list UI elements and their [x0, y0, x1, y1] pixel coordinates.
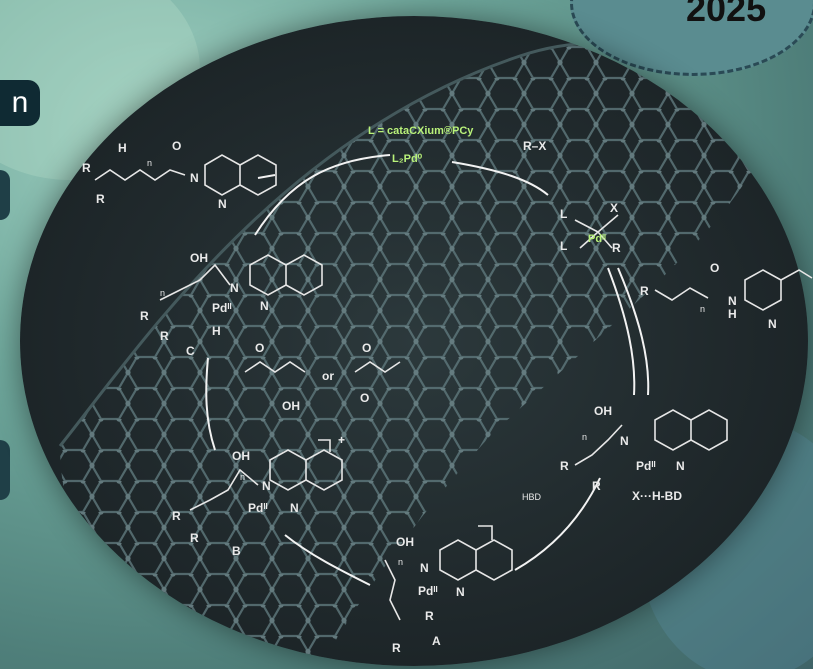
cycle-arrow — [257, 174, 276, 179]
side-tab[interactable] — [0, 170, 10, 220]
cycle-arrow — [284, 534, 371, 586]
nitrogen-label: N — [260, 299, 269, 313]
side-tab[interactable] — [0, 440, 10, 500]
hydroxyl-label: OH — [190, 251, 208, 265]
nitrogen-label: N — [676, 459, 685, 473]
hbd-icon: HBD — [522, 492, 542, 502]
r-group: R — [96, 192, 105, 206]
intermediate-a: OH N Pdᴵᴵ N R R A n — [384, 525, 513, 655]
repeat-n: n — [582, 432, 587, 442]
oxygen-label: O — [172, 139, 181, 153]
oxygen-label: O — [710, 261, 719, 275]
repeat-n: n — [160, 288, 165, 298]
hydrogen-label: H — [728, 307, 737, 321]
r-group: R — [392, 641, 401, 655]
palladium-label: Pdᴵᴵ — [248, 501, 268, 515]
r-group: R — [160, 329, 169, 343]
nitrogen-label: N — [218, 197, 227, 211]
nitrogen-label: N — [230, 281, 239, 295]
cycle-arrow — [514, 477, 601, 571]
cycle-arrow — [451, 161, 549, 196]
alkenyl-amide-substrate: R O N H N n — [640, 261, 813, 331]
intermediate-b-label: B — [232, 544, 241, 558]
palladium-label: Pdᴵᴵ — [588, 233, 606, 245]
cycle-arrow — [617, 267, 650, 396]
catalyst-label: L₂Pd⁰ — [392, 153, 423, 165]
r-group: R — [560, 459, 569, 473]
intermediate-c-label: C — [186, 344, 195, 358]
reagent-label: R–X — [523, 139, 546, 153]
repeat-n: n — [700, 304, 705, 314]
nanotube-mesh — [58, 41, 762, 666]
r-group: R — [612, 241, 621, 255]
palladium-label: Pdᴵᴵ — [636, 459, 656, 473]
nitrogen-label: N — [190, 171, 199, 185]
year-label: 2025 — [686, 0, 767, 29]
coordination-complex: OH N Pdᴵᴵ N R R X···H-BD n — [560, 404, 728, 503]
r-group: R — [425, 609, 434, 623]
r-group: R — [140, 309, 149, 323]
r-group: R — [172, 509, 181, 523]
hydrogen-label: H — [212, 324, 221, 338]
nitrogen-label: N — [456, 585, 465, 599]
or-label: or — [322, 369, 334, 383]
ligand-l: L — [560, 207, 567, 221]
r-group: R — [82, 161, 91, 175]
halide-x: X — [610, 201, 618, 215]
hbd-interaction: X···H-BD — [632, 489, 682, 503]
repeat-n: n — [240, 472, 245, 482]
hydroxyl-label: OH — [282, 399, 300, 413]
hydrogen-label: H — [118, 141, 127, 155]
intermediate-a-label: A — [432, 634, 441, 648]
cycle-arrow — [205, 357, 216, 451]
nitrogen-label: N — [728, 294, 737, 308]
nitrogen-label: N — [420, 561, 429, 575]
nitrogen-label: N — [290, 501, 299, 515]
side-tab-letter[interactable]: n — [0, 80, 40, 126]
additive-structures: O OH or O O — [244, 341, 401, 413]
intermediate-c: OH N Pdᴵᴵ N H R R C n — [140, 251, 323, 358]
ligand-l: L — [560, 239, 567, 253]
oxygen-label: O — [360, 391, 369, 405]
oxygen-label: O — [255, 341, 264, 355]
repeat-n: n — [147, 158, 152, 168]
palladium-label: Pdᴵᴵ — [212, 301, 232, 315]
nitrogen-label: N — [620, 434, 629, 448]
nitrogen-label: N — [262, 479, 271, 493]
oxidative-addition-complex: L L Pdᴵᴵ X R — [560, 201, 621, 255]
cycle-arrow — [254, 154, 391, 236]
repeat-n: n — [398, 557, 403, 567]
nanotube-oval — [20, 16, 808, 666]
hydroxyl-label: OH — [232, 449, 250, 463]
nitrogen-label: N — [768, 317, 777, 331]
intermediate-b: OH N Pdᴵᴵ N R R B + n — [172, 433, 345, 558]
hydroxyl-label: OH — [594, 404, 612, 418]
cycle-arrow — [607, 267, 636, 396]
r-group: R — [190, 531, 199, 545]
product-structure: R R H n O N N — [82, 139, 277, 211]
palladium-label: Pdᴵᴵ — [418, 584, 438, 598]
oxygen-label: O — [362, 341, 371, 355]
ligand-label: L = cataCXium®PCy — [368, 125, 474, 137]
r-group: R — [640, 284, 649, 298]
hydroxyl-label: OH — [396, 535, 414, 549]
charge-plus: + — [338, 433, 345, 447]
r-group: R — [592, 479, 601, 493]
